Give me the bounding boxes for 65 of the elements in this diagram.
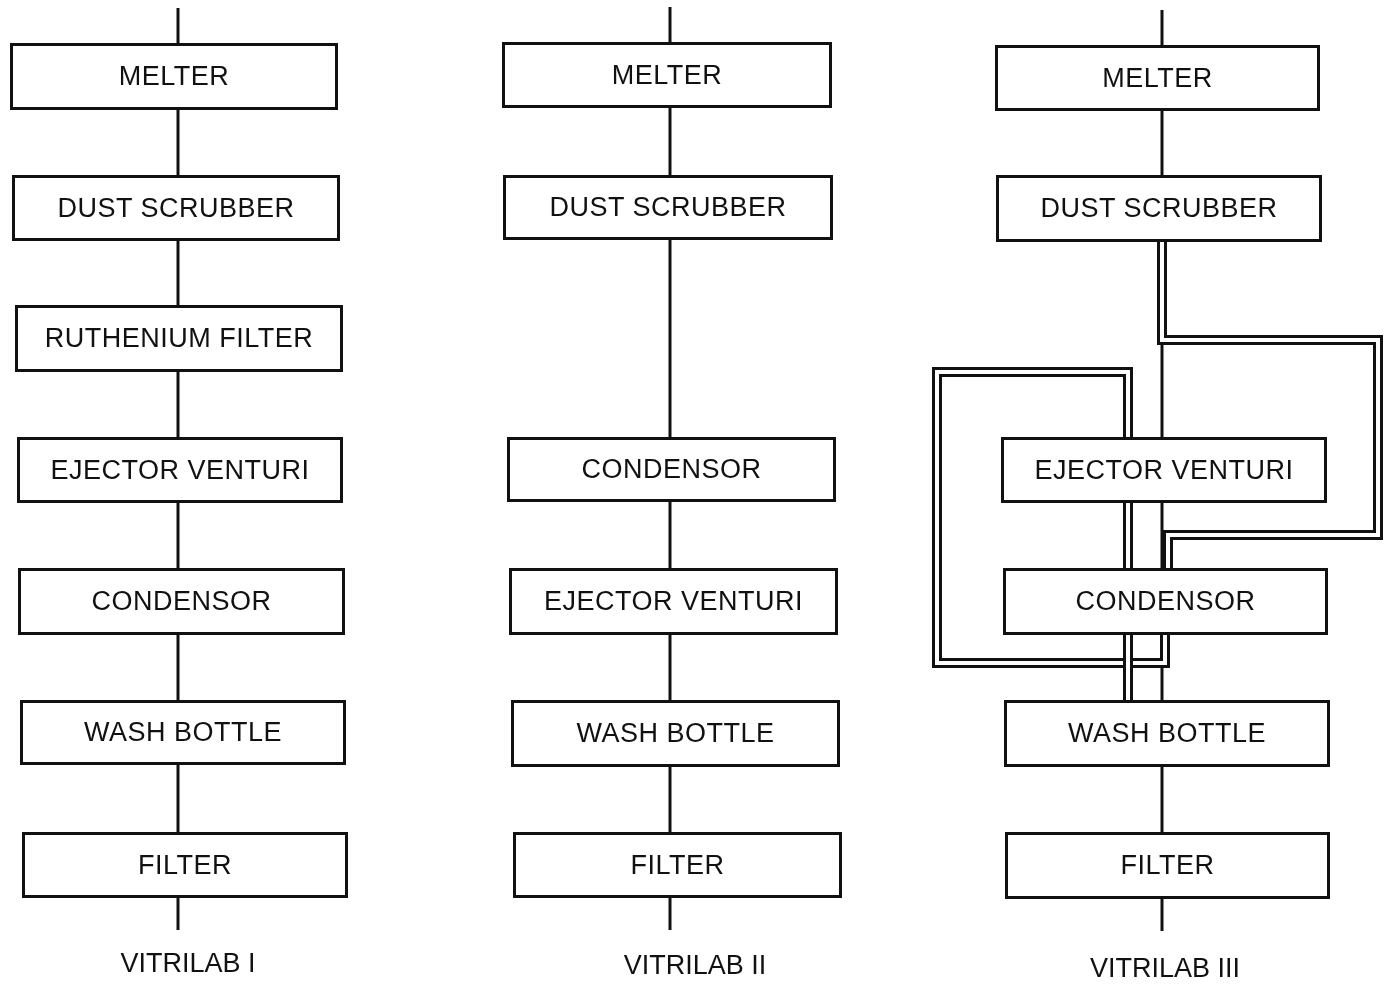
column-caption: VITRILAB III <box>1090 953 1240 984</box>
double-pipe-line <box>1157 242 1383 568</box>
box-label: MELTER <box>611 59 723 91</box>
process-box <box>513 832 842 898</box>
connector-line <box>668 767 672 832</box>
connector-line <box>176 898 180 930</box>
box-label: CONDENSOR <box>1075 586 1256 617</box>
box-label: FILTER <box>1120 850 1215 881</box>
box-label: CONDENSOR <box>581 454 762 485</box>
column-caption: VITRILAB II <box>623 950 767 981</box>
process-box <box>996 175 1322 242</box>
box-label: WASH BOTTLE <box>1068 718 1266 749</box>
box-label: EJECTOR VENTURI <box>544 586 803 617</box>
box-label: MELTER <box>1102 62 1213 94</box>
process-box <box>1004 700 1330 767</box>
connector-line <box>1160 10 1164 45</box>
connector-line <box>668 898 672 930</box>
box-label: DUST SCRUBBER <box>549 192 787 223</box>
connector-line <box>176 8 180 43</box>
connector-line <box>1160 503 1164 568</box>
process-box <box>18 568 345 635</box>
box-label: EJECTOR VENTURI <box>1034 454 1294 486</box>
double-pipe-line <box>1123 635 1133 700</box>
box-label: MELTER <box>118 61 230 92</box>
box-label: WASH BOTTLE <box>84 717 282 748</box>
connector-line <box>1160 767 1164 832</box>
process-box <box>509 568 838 635</box>
connector-line <box>668 635 672 700</box>
connector-line <box>176 110 180 175</box>
connector-line <box>1160 899 1164 931</box>
column-caption: VITRILAB I <box>120 948 256 979</box>
process-box <box>511 700 840 767</box>
box-label: DUST SCRUBBER <box>57 192 295 224</box>
box-label: WASH BOTTLE <box>576 718 775 749</box>
double-pipe-line <box>932 367 1170 668</box>
connector-line <box>176 765 180 832</box>
box-label: RUTHENIUM FILTER <box>44 323 314 354</box>
process-box <box>15 305 343 372</box>
connector-line <box>668 502 672 568</box>
process-box <box>22 832 348 898</box>
process-box <box>507 437 836 502</box>
connector-line <box>176 635 180 700</box>
box-label: FILTER <box>138 849 232 881</box>
process-box <box>17 437 343 503</box>
connector-line <box>668 7 672 42</box>
connector-line <box>176 503 180 568</box>
process-box <box>20 700 346 765</box>
connector-line <box>668 108 672 175</box>
process-box <box>1001 437 1327 503</box>
process-box <box>502 42 832 108</box>
process-box <box>12 175 340 241</box>
double-pipe-line <box>1123 503 1133 568</box>
process-box <box>10 43 338 110</box>
process-box <box>1003 568 1328 635</box>
box-label: FILTER <box>630 849 725 881</box>
box-label: EJECTOR VENTURI <box>50 454 310 486</box>
connector-line <box>176 372 180 437</box>
process-box <box>503 175 833 240</box>
process-box <box>995 45 1320 111</box>
connector-line <box>668 240 672 437</box>
box-label: DUST SCRUBBER <box>1040 193 1278 224</box>
process-box <box>1005 832 1330 899</box>
connector-line <box>1160 111 1164 175</box>
connector-line <box>176 241 180 305</box>
box-label: CONDENSOR <box>91 586 272 617</box>
